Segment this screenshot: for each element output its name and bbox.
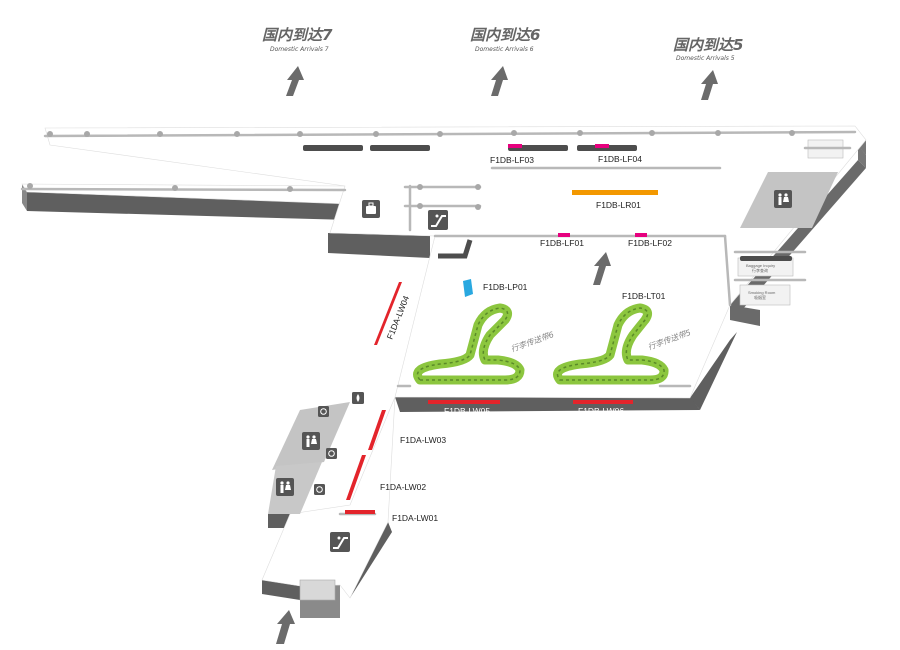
label-lw05: F1DB-LW05: [444, 406, 490, 416]
accessible-icon: [318, 406, 329, 417]
marker-lw01: [345, 510, 375, 514]
wall-lower-left-b: [262, 580, 300, 600]
marker-lw06: [573, 400, 633, 404]
escalator-icon: [330, 532, 350, 552]
baggage-belt-6: [413, 303, 525, 385]
label-lw03: F1DA-LW03: [400, 435, 446, 445]
icons: [276, 190, 792, 552]
arrow-exit-7: [286, 66, 304, 96]
marker-lf02: [635, 233, 647, 237]
room-labels: Baggage Inquiry 行李查询 Smoking Room 吸烟室: [746, 263, 776, 300]
label-lf01: F1DB-LF01: [540, 238, 584, 248]
exit-5-title: 国内到达5: [673, 36, 743, 54]
label-lp01: F1DB-LP01: [483, 282, 528, 292]
wall-east-long: [730, 160, 866, 318]
device-markers: [345, 144, 658, 514]
marker-lw02: [346, 455, 366, 500]
wall-west-wing-end: [22, 184, 27, 211]
label-lt01: F1DB-LT01: [622, 291, 666, 301]
exit-7-title: 国内到达7: [262, 26, 333, 44]
room-smoking: [739, 284, 791, 306]
label-lw06: F1DB-LW06: [578, 406, 624, 416]
restroom-icon: [302, 432, 320, 450]
railing-posts: [27, 130, 795, 210]
wall-lower-left: [268, 514, 290, 528]
label-lf03: F1DB-LF03: [490, 155, 534, 165]
baggage-belt-5: [553, 303, 669, 385]
label-lr01: F1DB-LR01: [596, 200, 641, 210]
accessible-icon: [326, 448, 337, 459]
exit-6-title: 国内到达6: [470, 26, 540, 44]
wall-east-room: [730, 305, 760, 326]
accessible-icon: [314, 484, 325, 495]
smoking-room-zh: 吸烟室: [754, 294, 766, 300]
wall-southeast: [690, 332, 737, 410]
drinking-water-icon: [352, 392, 364, 404]
arrow-entrance: [276, 610, 295, 644]
label-lw02: F1DA-LW02: [380, 482, 426, 492]
baggage-inquiry-zh: 行李查询: [752, 267, 768, 273]
marker-lf01: [558, 233, 570, 237]
marker-lw05: [428, 400, 500, 404]
smoking-room-en: Smoking Room: [748, 290, 776, 295]
restroom-block-southwest: [268, 462, 322, 514]
wall-west-wing-bottom: [27, 192, 350, 220]
marker-lf04: [595, 144, 609, 148]
arrow-center: [593, 252, 611, 285]
exit-7-subtitle: Domestic Arrivals 7: [270, 46, 329, 53]
wall-south: [395, 397, 700, 412]
grey-blocks: [268, 139, 844, 601]
label-lf02: F1DB-LF02: [628, 238, 672, 248]
luggage-icon: [362, 200, 380, 218]
restroom-icon: [276, 478, 294, 496]
marker-lw04: [374, 282, 402, 345]
escalator-icon: [428, 210, 448, 230]
arrow-exit-5: [701, 70, 718, 100]
exit-6-subtitle: Domestic Arrivals 6: [475, 46, 534, 53]
marker-lp01: [463, 279, 473, 297]
wall-hall-west: [328, 233, 430, 258]
arrows: [276, 66, 718, 644]
label-lw04: F1DA-LW04: [385, 294, 412, 341]
exit-5-subtitle: Domestic Arrivals 5: [676, 55, 735, 62]
marker-lr01: [572, 190, 658, 195]
restroom-icon: [774, 190, 792, 208]
arrow-exit-6: [491, 66, 508, 96]
stair-block: [299, 579, 336, 601]
label-lf04: F1DB-LF04: [598, 154, 642, 164]
marker-lf03: [508, 144, 522, 148]
label-lw01: F1DA-LW01: [392, 513, 438, 523]
marker-lw03: [368, 410, 386, 450]
wall-east-right: [858, 145, 866, 168]
baggage-inquiry-en: Baggage Inquiry: [746, 263, 775, 268]
exit-labels: 国内到达7 Domestic Arrivals 7 国内到达6 Domestic…: [262, 26, 743, 62]
